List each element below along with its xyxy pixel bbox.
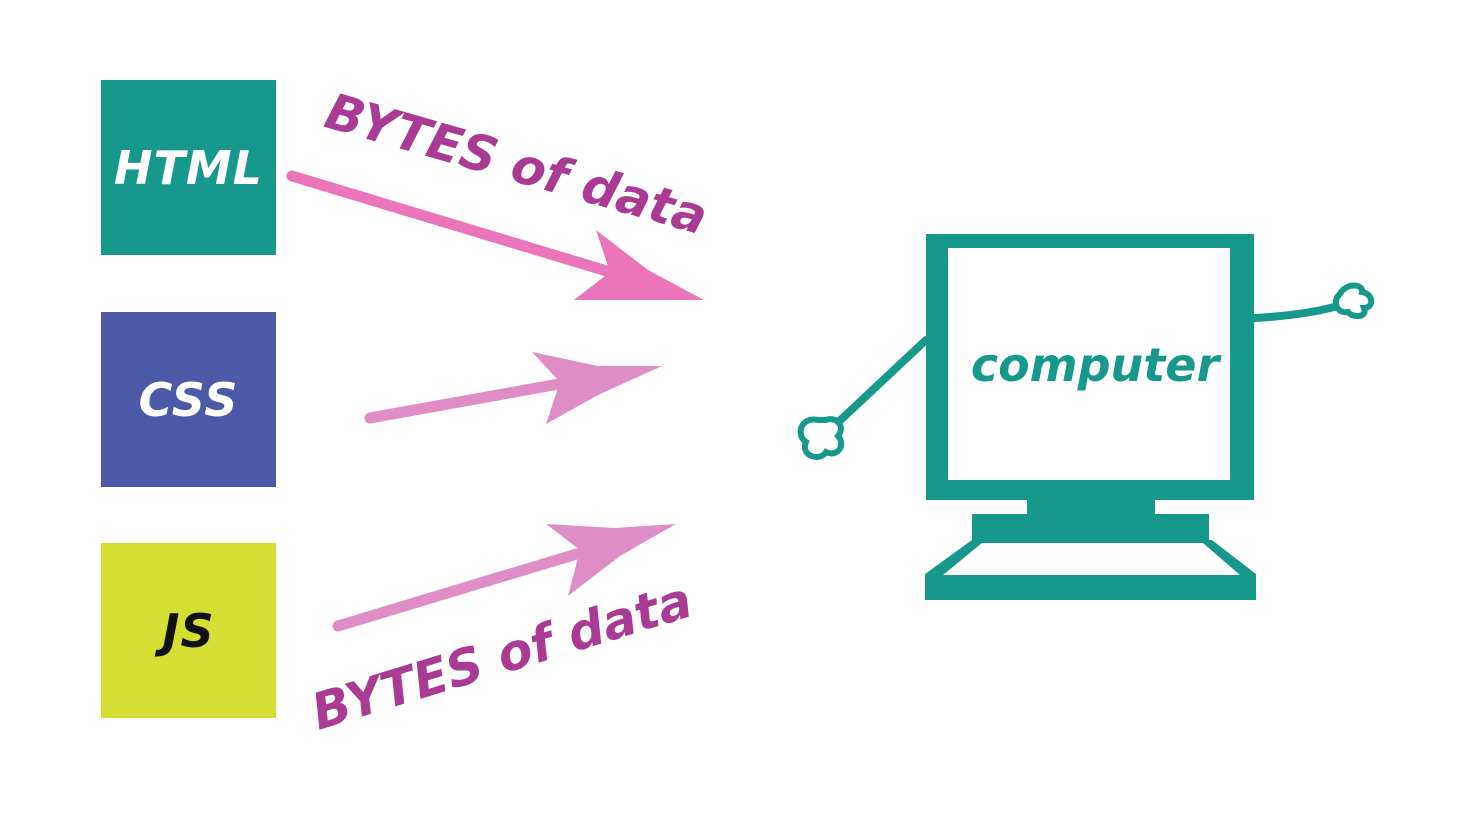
- css-label: CSS: [138, 372, 239, 427]
- js-box: JS: [101, 543, 276, 718]
- js-label: JS: [162, 603, 215, 658]
- css-box: CSS: [101, 312, 276, 487]
- keyboard: [925, 540, 1256, 600]
- computer-label: computer: [970, 338, 1220, 392]
- right-arm: [1250, 300, 1348, 322]
- html-label: HTML: [114, 140, 263, 195]
- left-arm: [828, 336, 930, 432]
- left-hand-icon: [797, 416, 845, 460]
- monitor-neck: [1027, 498, 1155, 516]
- computer-illustration: [797, 234, 1375, 600]
- html-arrow: [286, 170, 704, 300]
- right-hand-icon: [1332, 282, 1375, 320]
- css-arrow: [364, 352, 662, 424]
- html-box: HTML: [101, 80, 276, 255]
- js-arrow: [332, 524, 676, 632]
- monitor-stand: [972, 514, 1209, 540]
